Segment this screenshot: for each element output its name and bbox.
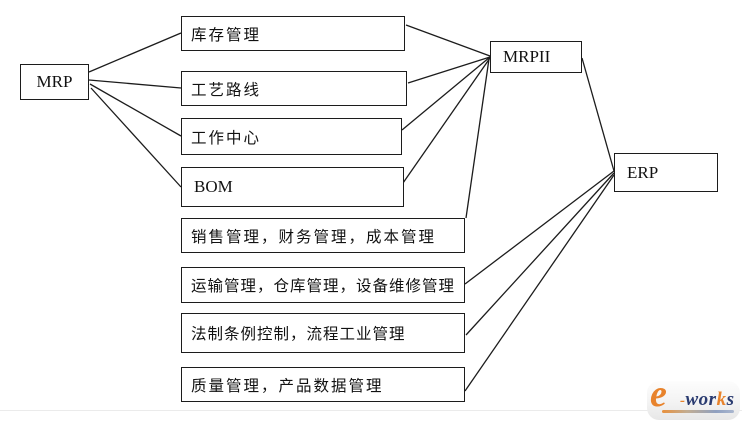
eworks-logo-hyphen: - bbox=[680, 393, 686, 409]
edge-bom-to-mrpii bbox=[402, 57, 491, 184]
edge-mrpii-to-sales bbox=[465, 58, 490, 219]
eworks-logo-wor: wor bbox=[685, 389, 717, 410]
eworks-logo-underline bbox=[662, 410, 734, 413]
edge-quality-to-erp bbox=[464, 174, 615, 392]
node-mrpii: MRPII bbox=[490, 41, 582, 73]
edge-transport-to-erp bbox=[464, 170, 615, 285]
edge-mrp-to-workcenter bbox=[89, 83, 182, 137]
edge-mrp-to-bom bbox=[90, 87, 182, 188]
node-process-routing: 工艺路线 bbox=[181, 71, 407, 106]
eworks-logo-k: k bbox=[716, 389, 727, 410]
eworks-logo: e -works bbox=[647, 375, 740, 420]
eworks-logo-text: -works bbox=[680, 389, 734, 411]
page-divider bbox=[0, 410, 742, 411]
node-bom: BOM bbox=[181, 167, 404, 207]
node-mrp: MRP bbox=[20, 64, 89, 100]
edge-routing-to-mrpii bbox=[407, 56, 491, 84]
edge-legal-to-erp bbox=[465, 172, 615, 336]
edge-mrp-to-inventory bbox=[88, 32, 182, 73]
eworks-logo-e-glyph: e bbox=[650, 373, 667, 415]
node-transport-warehouse-maintenance: 运输管理，仓库管理，设备维修管理 bbox=[181, 267, 465, 303]
node-legal-process-industry: 法制条例控制，流程工业管理 bbox=[181, 313, 465, 353]
node-quality-product-data: 质量管理，产品数据管理 bbox=[181, 367, 465, 402]
edge-mrp-to-routing bbox=[88, 79, 182, 89]
edge-workcenter-to-mrpii bbox=[401, 56, 491, 131]
node-erp: ERP bbox=[614, 153, 718, 192]
eworks-logo-s: s bbox=[726, 389, 735, 410]
edge-inventory-to-mrpii bbox=[405, 24, 491, 57]
node-sales-finance-cost: 销售管理，财务管理，成本管理 bbox=[181, 218, 465, 253]
node-inventory-management: 库存管理 bbox=[181, 16, 405, 51]
edge-mrpii-to-erp bbox=[581, 57, 615, 172]
node-work-center: 工作中心 bbox=[181, 118, 402, 155]
